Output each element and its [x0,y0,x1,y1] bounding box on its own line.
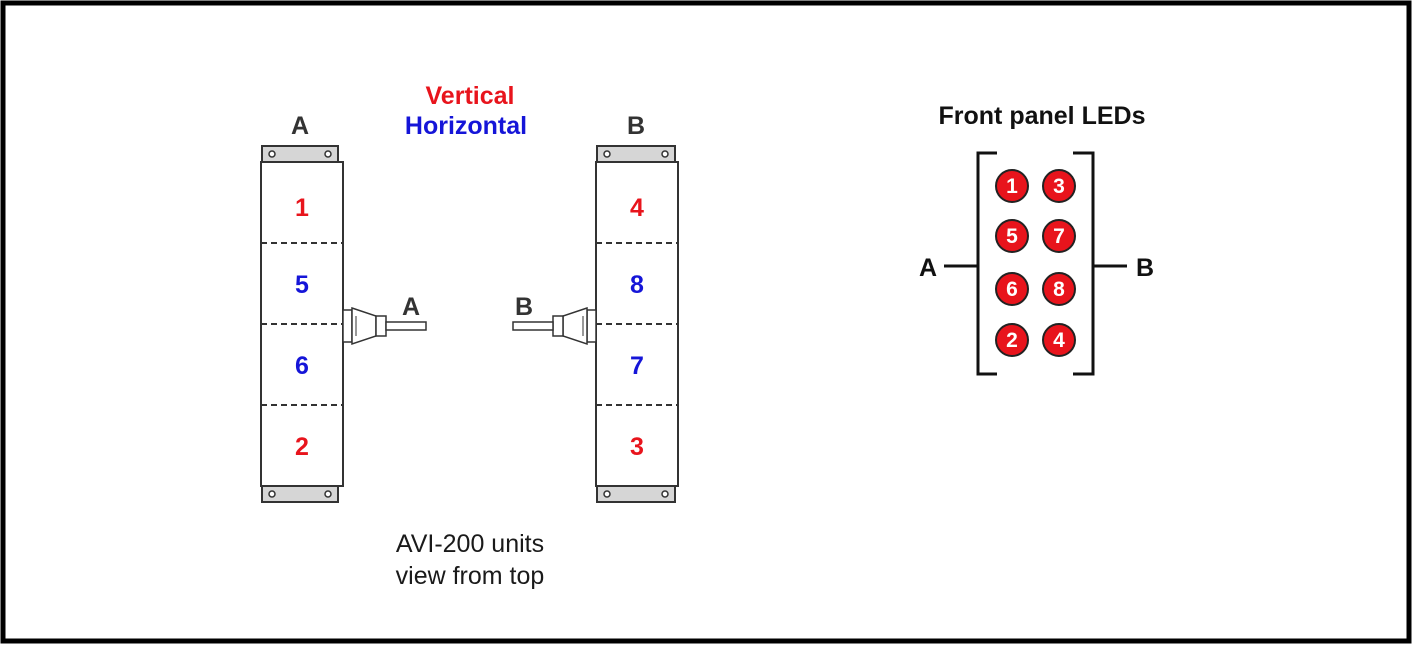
led-circle [995,219,1029,253]
unit-b-connector-label: B [515,293,533,321]
led-number: 5 [1006,225,1018,248]
led-circle [995,272,1029,306]
led-circle [1042,169,1076,203]
unit-a-label: A [291,112,309,140]
front-panel-title: Front panel LEDs [939,102,1146,130]
unit-b-label: B [627,112,645,140]
led-circle [1042,219,1076,253]
led-7: 7 [1042,219,1076,253]
front-panel-left-bracket [976,151,997,376]
led-8: 8 [1042,272,1076,306]
unit-a-cell-4: 2 [295,433,309,461]
unit-b-cell-4: 3 [630,433,644,461]
led-circle [995,169,1029,203]
led-number: 7 [1053,225,1065,248]
led-number: 1 [1006,175,1018,198]
led-6: 6 [995,272,1029,306]
led-3: 3 [1042,169,1076,203]
front-panel: Front panel LEDs A B 1 3 5 7 6 8 2 4 [919,102,1154,376]
unit-b: B 4 8 7 3 B [512,112,679,503]
led-number: 4 [1053,329,1065,352]
unit-b-cell-2: 8 [630,271,644,299]
unit-b-bottom-bracket [596,485,676,503]
unit-b-cell-1: 4 [630,194,644,222]
unit-a-top-bracket [261,145,339,163]
unit-b-connector [512,306,597,346]
led-number: 2 [1006,329,1018,352]
led-circle [1042,323,1076,357]
front-panel-label-a: A [919,254,937,282]
unit-a-cell-2: 5 [295,271,309,299]
led-circle [995,323,1029,357]
led-1: 1 [995,169,1029,203]
caption-line-2: view from top [396,562,545,590]
unit-a-cell-3: 6 [295,352,309,380]
unit-b-cell-3: 7 [630,352,644,380]
unit-a-cell-1: 1 [295,194,309,222]
led-number: 6 [1006,278,1018,301]
caption-line-1: AVI-200 units [396,530,544,558]
front-panel-label-b: B [1136,254,1154,282]
front-panel-right-bracket [1073,151,1095,376]
led-circle [1042,272,1076,306]
unit-a: A 1 5 6 2 A [260,112,427,503]
legend-horizontal: Horizontal [405,112,527,140]
led-2: 2 [995,323,1029,357]
unit-b-top-bracket [596,145,676,163]
led-number: 3 [1053,175,1065,198]
unit-a-bottom-bracket [261,485,339,503]
led-5: 5 [995,219,1029,253]
unit-a-connector-label: A [402,293,420,321]
unit-a-connector [342,306,427,346]
legend-vertical: Vertical [426,82,515,110]
led-4: 4 [1042,323,1076,357]
led-grid: 1 3 5 7 6 8 2 4 [995,169,1076,357]
led-number: 8 [1053,278,1065,301]
